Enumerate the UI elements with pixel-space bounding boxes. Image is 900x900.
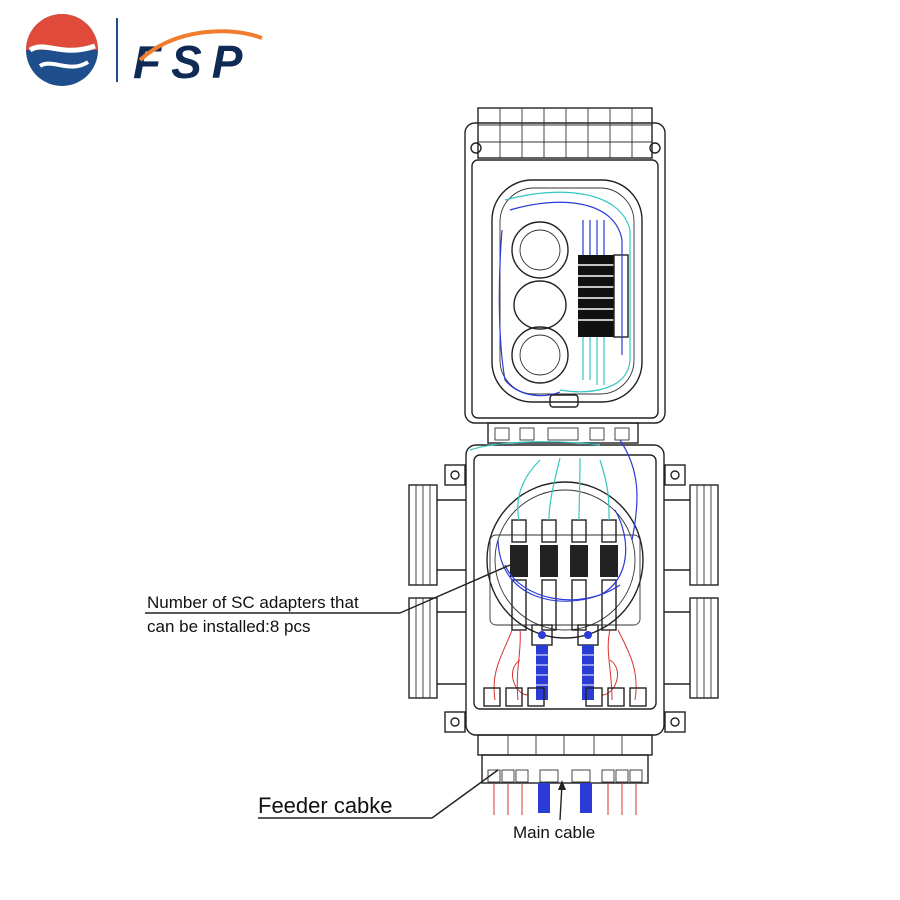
lid-top-grid <box>470 107 661 159</box>
logo-wordmark: FSP <box>133 36 252 88</box>
callout-adapters-line1: Number of SC adapters that <box>147 593 359 612</box>
callout-main-cable: Main cable <box>513 823 595 842</box>
main-cable-clamps <box>531 624 599 700</box>
splice-holder <box>578 254 629 338</box>
external-cables <box>493 783 637 815</box>
cable-grommets-inner <box>483 687 647 707</box>
fiber-spool-top <box>511 221 569 279</box>
callout-leaders <box>145 564 566 821</box>
base-fibers <box>469 439 638 602</box>
company-logo: FSP <box>26 14 263 88</box>
callout-adapters-line2: can be installed:8 pcs <box>147 617 311 636</box>
distribution-base <box>408 439 719 736</box>
logo-emblem-icon <box>26 14 98 86</box>
splice-tray-lid <box>464 107 666 424</box>
sc-adapter-3 <box>570 519 588 631</box>
bottom-cable-ports <box>477 734 653 784</box>
hinge <box>487 422 639 444</box>
sc-adapter-4 <box>600 519 618 631</box>
tray-fibers <box>498 191 631 397</box>
callout-feeder-cable: Feeder cabke <box>258 793 393 818</box>
drop-cable-loops <box>493 629 637 701</box>
sc-adapter-2 <box>540 519 558 631</box>
fiber-spool-mid <box>513 280 567 330</box>
mounting-bracket-left <box>408 484 466 699</box>
mounting-bracket-right <box>664 484 719 699</box>
sc-adapters <box>510 519 618 631</box>
fiber-spool-bottom <box>511 326 569 384</box>
sc-adapter-1 <box>510 519 528 631</box>
mounting-hole-tabs <box>444 464 686 733</box>
logo-swoosh <box>138 29 263 62</box>
